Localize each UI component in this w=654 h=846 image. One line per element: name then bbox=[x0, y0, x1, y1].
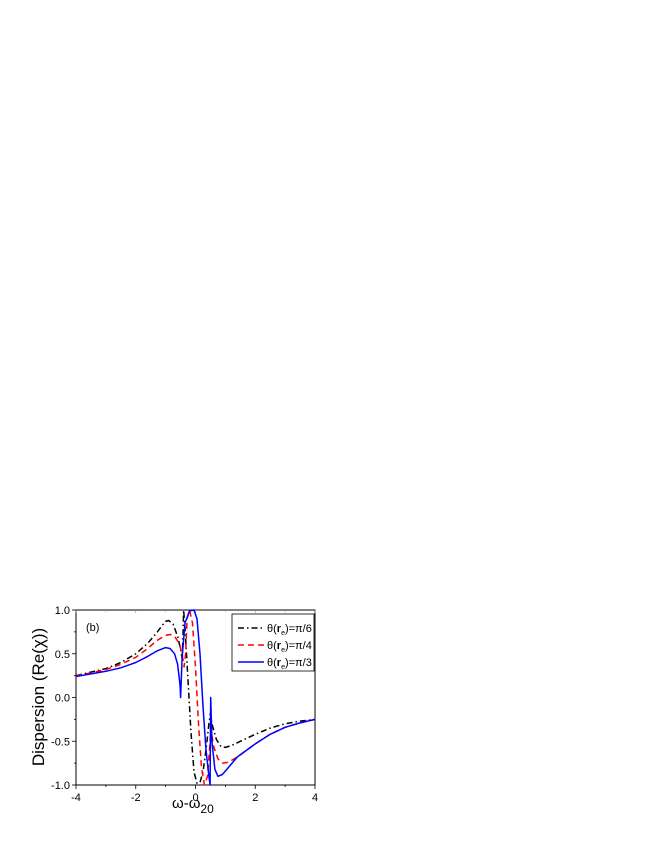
x-tick-labels: -4 -2 0 2 4 bbox=[71, 792, 318, 804]
y-tick-label: -1.0 bbox=[51, 780, 70, 792]
curves bbox=[75, 609, 316, 786]
series-line-2 bbox=[75, 609, 316, 786]
y-tick-label: -0.5 bbox=[51, 736, 70, 748]
x-tick-label: 2 bbox=[252, 792, 258, 804]
x-tick-label: 0 bbox=[192, 792, 198, 804]
legend-label: θ(re)=π/6 bbox=[267, 623, 312, 637]
y-tick-label: 0.0 bbox=[55, 693, 70, 705]
x-tick-label: -4 bbox=[71, 792, 81, 804]
y-tick-labels: 1.0 0.5 0.0 -0.5 -1.0 bbox=[51, 605, 70, 792]
x-tick-label: -2 bbox=[131, 792, 141, 804]
legend-label: θ(re)=π/4 bbox=[267, 640, 312, 654]
y-tick-label: 1.0 bbox=[55, 605, 70, 617]
series-line-3 bbox=[75, 609, 316, 786]
y-axis-title: Dispersion (Re(χ)) bbox=[29, 628, 48, 766]
panel-label: (b) bbox=[86, 622, 99, 634]
x-axis-title: ω-ω20 bbox=[172, 795, 214, 816]
y-tick-label: 0.5 bbox=[55, 649, 70, 661]
legend: θ(re)=π/6 θ(re)=π/4 θ(re)=π/3 bbox=[231, 613, 315, 672]
x-tick-label: 4 bbox=[312, 792, 318, 804]
legend-label: θ(re)=π/3 bbox=[267, 657, 312, 671]
